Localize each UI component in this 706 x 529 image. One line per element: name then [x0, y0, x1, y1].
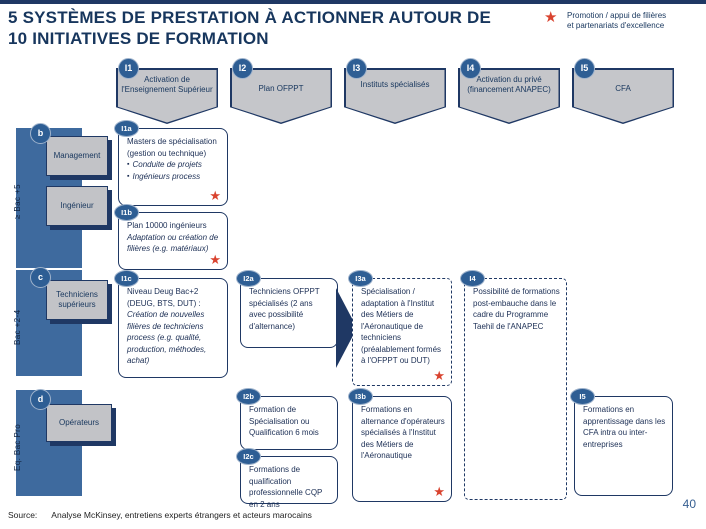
level-badge-b: b [30, 123, 51, 144]
initiative-box-i3a: Spécialisation / adaptation à l'Institut… [352, 278, 452, 386]
initiative-badge-i3b: I3b [348, 388, 373, 405]
system-badge-i4: I4 [460, 58, 481, 79]
source-line: Source: Analyse McKinsey, entretiens expe… [8, 510, 312, 520]
excellence-star-icon: ★ [209, 252, 221, 267]
initiative-badge-i2c: I2c [236, 448, 261, 465]
initiative-box-i1a: Masters de spécialisation (gestion ou te… [118, 128, 228, 206]
initiative-box-i5: Formations en apprentissage dans les CFA… [574, 396, 673, 496]
system-badge-i2: I2 [232, 58, 253, 79]
initiative-box-i3b: Formations en alternance d'opérateurs sp… [352, 396, 452, 502]
initiative-text: Masters de spécialisation (gestion ou te… [127, 137, 217, 158]
initiative-box-i2a: Techniciens OFPPT spécialisés (2 ans ave… [240, 278, 338, 348]
initiative-box-i2b: Formation de Spécialisation ou Qualifica… [240, 396, 338, 450]
system-badge-i5: I5 [574, 58, 595, 79]
star-legend-line2: et partenariats d'excellence [567, 21, 665, 30]
initiative-badge-i2a: I2a [236, 270, 261, 287]
bullet-icon: ▪ [127, 161, 130, 168]
role-box-techniciens: Techniciens supérieurs [46, 280, 108, 320]
initiative-bullet: Ingénieurs process [132, 171, 201, 181]
initiative-text-italic: Création de nouvelles filières de techni… [127, 310, 207, 365]
level-badge-c: c [30, 267, 51, 288]
initiative-badge-i2b: I2b [236, 388, 261, 405]
level-label-bacpro: Eq. Bac Pro [13, 423, 22, 471]
source-text: Analyse McKinsey, entretiens experts étr… [51, 510, 312, 520]
level-badge-d: d [30, 389, 51, 410]
page-title: 5 SYSTÈMES DE PRESTATION À ACTIONNER AUT… [8, 7, 553, 49]
initiative-badge-i3a: I3a [348, 270, 373, 287]
bullet-icon: ▪ [127, 172, 130, 180]
level-label-bac5: ≥ Bac +5 [13, 184, 22, 219]
initiative-badge-i4: I4 [460, 270, 485, 287]
role-box-operateurs: Opérateurs [46, 404, 112, 442]
initiative-text: Formations en apprentissage dans les CFA… [583, 405, 666, 449]
initiative-box-i4: Possibilité de formations post-embauche … [464, 278, 567, 500]
role-box-management: Management [46, 136, 108, 176]
source-label: Source: [8, 510, 38, 520]
initiative-badge-i1a: I1a [114, 120, 139, 137]
page-number: 40 [682, 497, 696, 511]
system-chevron-i2: Plan OFPPT [230, 68, 332, 124]
initiative-text: Possibilité de formations post-embauche … [473, 287, 560, 331]
level-label-bac24: Bac +2-4 [13, 309, 22, 345]
system-badge-i1: I1 [118, 58, 139, 79]
initiative-badge-i5: I5 [570, 388, 595, 405]
system-label: Activation de l'Enseignement Supérieur [121, 75, 213, 94]
initiative-text: Spécialisation / adaptation à l'Institut… [361, 287, 442, 365]
initiative-text: Formation de Spécialisation ou Qualifica… [249, 405, 319, 437]
initiative-bullet: Conduite de projets [132, 160, 202, 169]
star-legend: Promotion / appui de filières et partena… [567, 11, 702, 31]
initiative-text: Formations en alternance d'opérateurs sp… [361, 405, 445, 460]
excellence-star-icon: ★ [209, 188, 221, 203]
page-title-line2: 10 INITIATIVES DE FORMATION [8, 29, 269, 48]
initiative-box-i2c: Formations de qualification professionne… [240, 456, 338, 509]
star-legend-line1: Promotion / appui de filières [567, 11, 667, 20]
page-title-line1: 5 SYSTÈMES DE PRESTATION À ACTIONNER AUT… [8, 8, 492, 27]
initiative-text: Formations de qualification professionne… [249, 465, 323, 509]
initiative-badge-i1c: I1c [114, 270, 139, 287]
initiative-text: Niveau Deug Bac+2 (DEUG, BTS, DUT) : [127, 287, 201, 308]
initiative-box-i1b: Plan 10000 ingénieurs Adaptation ou créa… [118, 212, 228, 270]
system-chevron-i4: Activation du privé (financement ANAPEC) [458, 68, 560, 124]
initiative-text-italic: Adaptation ou création de filières (e.g.… [127, 232, 219, 254]
system-label: Instituts spécialisés [360, 80, 430, 89]
role-box-ingenieur: Ingénieur [46, 186, 108, 226]
initiative-text: Techniciens OFPPT spécialisés (2 ans ave… [249, 287, 320, 331]
system-label: CFA [615, 84, 631, 93]
initiative-box-i1c: Niveau Deug Bac+2 (DEUG, BTS, DUT) : Cré… [118, 278, 228, 378]
system-label: Plan OFPPT [258, 84, 304, 93]
system-chevron-i1: Activation de l'Enseignement Supérieur [116, 68, 218, 124]
system-badge-i3: I3 [346, 58, 367, 79]
excellence-star-icon: ★ [433, 484, 445, 499]
initiative-badge-i1b: I1b [114, 204, 139, 221]
excellence-star-icon: ★ [544, 9, 558, 26]
excellence-star-icon: ★ [433, 368, 445, 383]
initiative-text: Plan 10000 ingénieurs [127, 221, 207, 230]
system-label: Activation du privé (financement ANAPEC) [467, 75, 551, 94]
top-accent-bar [0, 0, 706, 4]
